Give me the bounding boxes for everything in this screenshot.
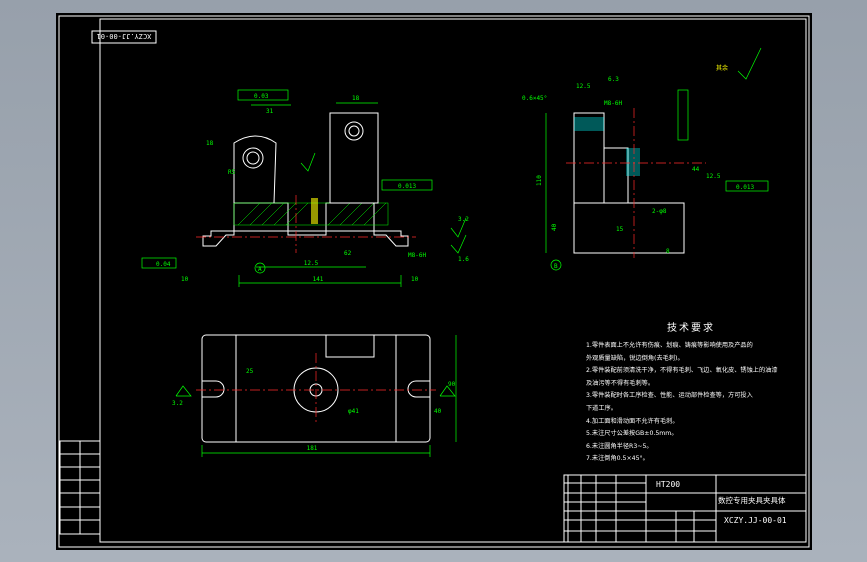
tech-note-line: 4.加工面和滑动面不允许有毛刺。: [586, 417, 679, 425]
top-view: 181 90 40 25 φ41 3.2: [172, 334, 457, 457]
side-view: 110 40 0.6×45° M8-6H 12.5 2-φ8 44 12.5 0…: [522, 47, 769, 271]
dim-r5: R5: [228, 169, 236, 176]
dim-44: 44: [692, 166, 700, 173]
dim-phi41: φ41: [348, 408, 359, 415]
tech-note-line: 6.未注圆角半径R3~5。: [586, 442, 653, 450]
dim-25: 25: [246, 368, 254, 375]
dim-12-5-side: 12.5: [706, 173, 721, 180]
dim-40-top: 40: [434, 408, 442, 415]
drawing-number: XCZY.JJ-00-01: [724, 516, 787, 525]
thread-spec: M8-6H: [408, 252, 426, 259]
roughness-left: 3.2: [172, 400, 183, 407]
tol-frame-left: 0.04: [156, 261, 171, 268]
rotated-code: XCZY.JJ-00-01: [97, 32, 152, 40]
tol-frame-side: 0.013: [736, 184, 754, 191]
rotated-code-box: XCZY.JJ-00-01: [91, 30, 157, 44]
dim-11-left: 10: [181, 276, 189, 283]
roughness-3-2: 3.2: [458, 216, 469, 223]
tech-note-line: 及油污等不得有毛刺等。: [586, 379, 655, 387]
dim-17-5: 12.5: [576, 83, 591, 90]
tol-frame-top: 0.03: [254, 93, 269, 100]
roughness-other-label: 其余: [716, 64, 728, 72]
chamfer: 0.6×45°: [522, 95, 547, 102]
material-label: HT200: [656, 480, 681, 489]
dim-90: 90: [448, 381, 456, 388]
datum-b: B: [554, 263, 558, 270]
dim-8: 8: [666, 248, 670, 255]
inner-frame: [99, 18, 807, 543]
dim-2phi8: 2-φ8: [652, 208, 667, 215]
tech-note-line: 3.零件装配时各工序检查、性能、运动部件检查等，方可投入: [586, 392, 753, 400]
tech-title: 技术要求: [667, 323, 715, 334]
side-table: [59, 440, 101, 535]
part-name: 数控专用夹具夹具体: [718, 496, 786, 505]
dim-141: 141: [313, 276, 324, 283]
outer-frame: [58, 15, 810, 548]
dim-181: 181: [307, 445, 318, 452]
datum-a: A: [258, 266, 262, 273]
dim-10-right: 10: [411, 276, 419, 283]
title-block: [563, 474, 807, 543]
dim-62: 62: [344, 250, 352, 257]
tech-requirements: 技术要求 1.零件表面上不允许有伤痕、划痕、铸痕等影响使用及产品的 外观质量缺陷…: [586, 319, 796, 466]
tech-note-line: 1.零件表面上不允许有伤痕、划痕、铸痕等影响使用及产品的: [586, 342, 753, 349]
thread-side: M8-6H: [604, 100, 622, 107]
drawing-sheet: XCZY.JJ-00-01: [56, 13, 812, 550]
tech-note-line: 外观质量缺陷，锐边倒角(去毛刺)。: [586, 354, 684, 362]
dim-18: 18: [352, 95, 360, 102]
roughness-6-3: 6.3: [608, 76, 619, 83]
tech-note-line: 5.未注尺寸公差按GB±0.5mm。: [586, 430, 678, 438]
dim-31: 31: [266, 108, 274, 115]
tech-note-line: 7.未注倒角0.5×45°。: [586, 455, 649, 463]
tol-frame-right: 0.013: [398, 183, 416, 190]
front-view: 141 12.5 10 10 18 31 R5 18 62 0.03 0.013…: [141, 89, 469, 287]
dim-110: 110: [536, 175, 543, 186]
dim-phi18: 18: [206, 140, 214, 147]
roughness-1-6: 1.6: [458, 256, 469, 263]
dim-40: 40: [551, 223, 558, 231]
drawing-canvas: XCZY.JJ-00-01: [58, 15, 810, 548]
tech-notes-list: 1.零件表面上不允许有伤痕、划痕、铸痕等影响使用及产品的 外观质量缺陷，锐边倒角…: [586, 340, 796, 466]
tech-note-line: 2.零件装配前须清洗干净，不得有毛刺、飞边、氧化皮、锈蚀上的油漆: [586, 367, 778, 375]
dim-15: 15: [616, 226, 624, 233]
dim-12-5: 12.5: [304, 260, 319, 267]
tech-note-line: 下道工序。: [586, 404, 617, 412]
